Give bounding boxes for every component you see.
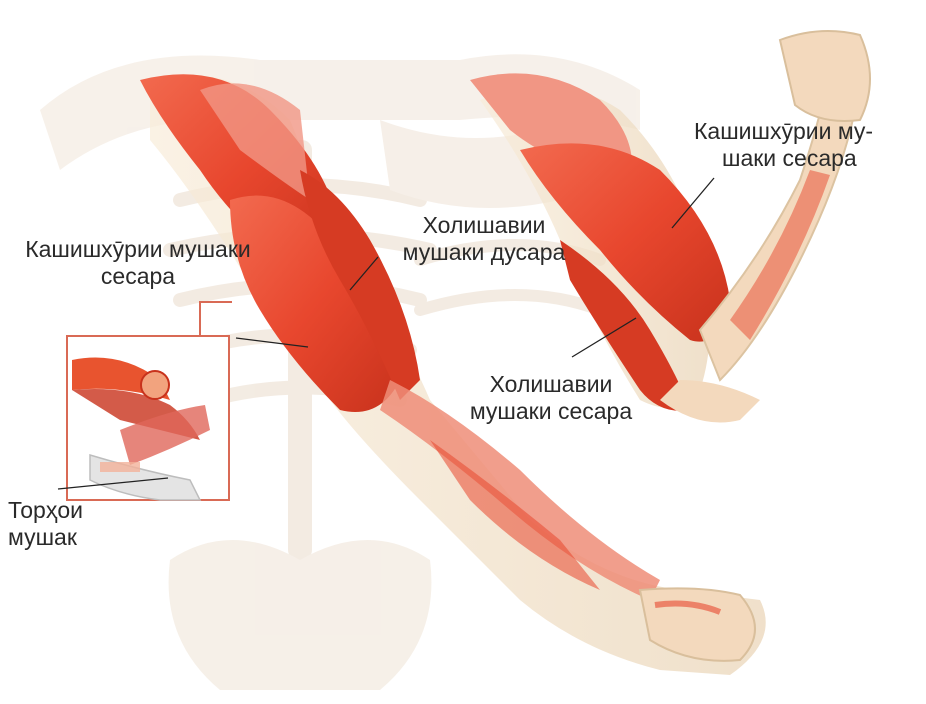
label-contracted-biceps: Холишавии мушаки дусара xyxy=(372,212,596,266)
label-contracted-triceps: Холишавии мушаки сесара xyxy=(444,371,658,425)
label-line: мушаки сесара xyxy=(444,398,658,425)
label-line: шаки сесара xyxy=(694,145,873,172)
fiber-inset xyxy=(67,302,232,500)
label-line: мушак xyxy=(8,524,83,551)
label-muscle-fibers: Торҳои мушак xyxy=(8,497,83,551)
label-line: сесара xyxy=(4,263,272,290)
label-line: Холишавии xyxy=(444,371,658,398)
label-line: Кашишхӯрии му- xyxy=(694,118,873,145)
label-line: Торҳои xyxy=(8,497,83,524)
label-line: мушаки дусара xyxy=(372,239,596,266)
label-line: Холишавии xyxy=(372,212,596,239)
label-biceps-right: Кашишхӯрии му- шаки сесара xyxy=(694,118,873,172)
label-line: Кашишхӯрии мушаки xyxy=(4,236,272,263)
label-biceps-left: Кашишхӯрии мушаки сесара xyxy=(4,236,272,290)
